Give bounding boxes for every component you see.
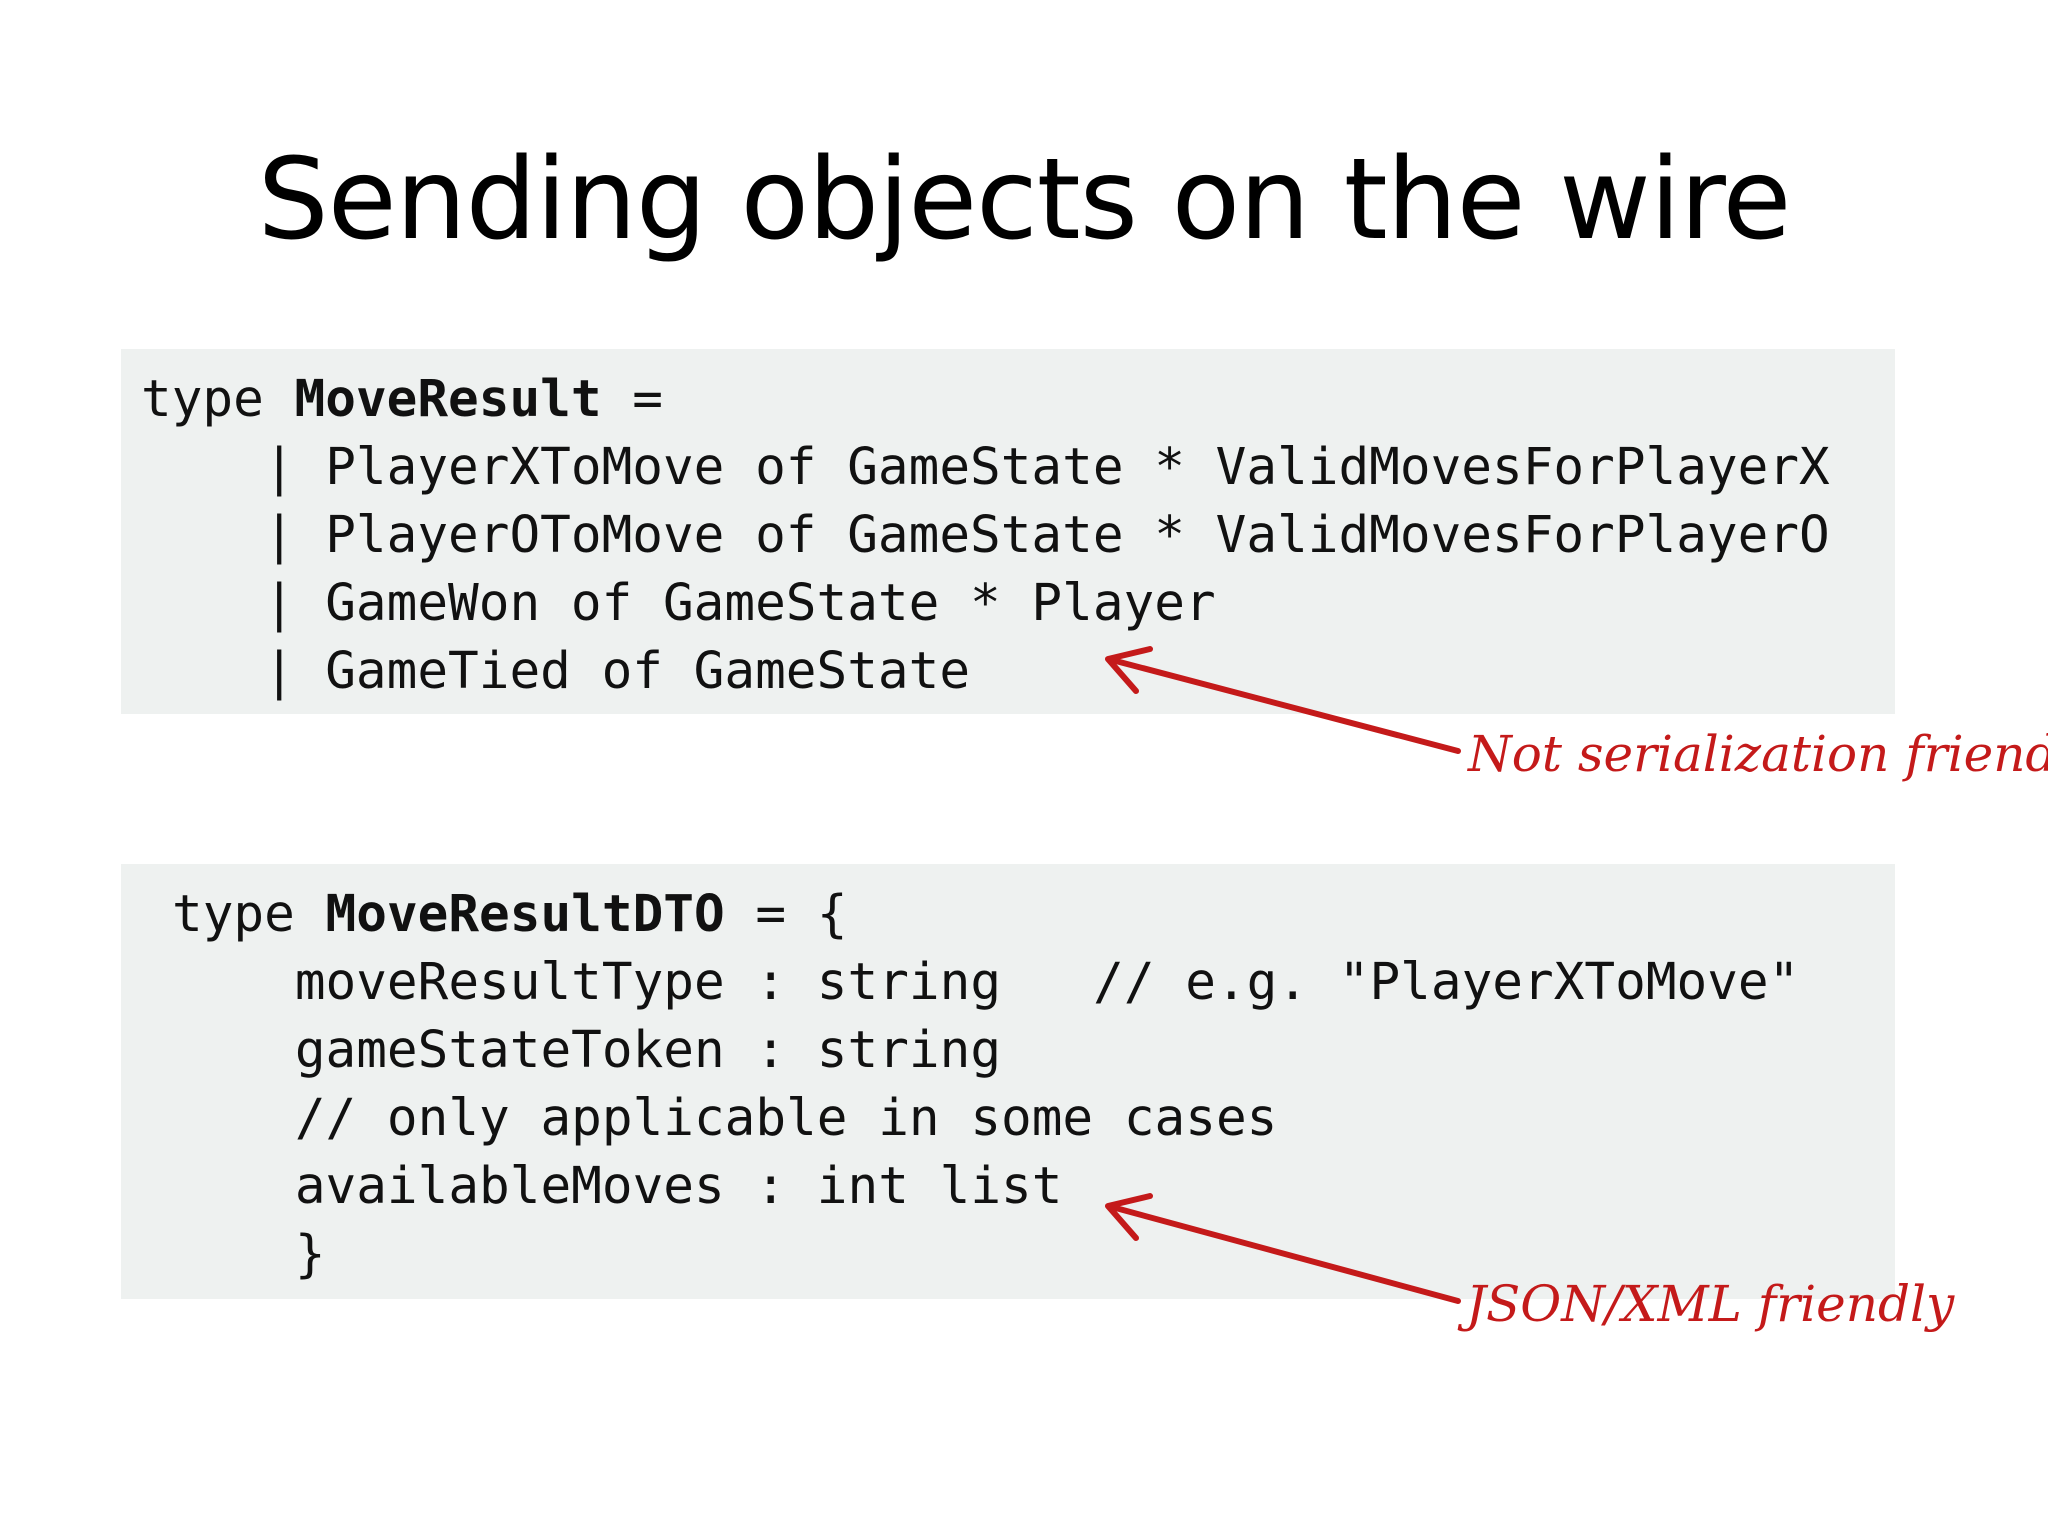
type-name: MoveResult	[294, 370, 602, 429]
code-line-field: availableMoves : int list	[172, 1157, 1063, 1216]
code-block-moveresultdto: type MoveResultDTO = { moveResultType : …	[121, 864, 1895, 1299]
code-keyword: type	[172, 885, 326, 944]
code-suffix: = {	[724, 885, 848, 944]
code-block-moveresult: type MoveResult = | PlayerXToMove of Gam…	[121, 349, 1895, 714]
code-line-closing-brace: }	[172, 1225, 326, 1284]
code-line-case: | GameWon of GameState * Player	[141, 574, 1216, 633]
code-line-case: | PlayerXToMove of GameState * ValidMove…	[141, 438, 1830, 497]
code-line-field: gameStateToken : string	[172, 1021, 1002, 1080]
code-line-type-declaration: type MoveResultDTO = {	[172, 881, 848, 949]
code-line-type-declaration: type MoveResult =	[141, 366, 663, 434]
code-suffix: =	[601, 370, 663, 429]
annotation-not-serialization-friendly: Not serialization friendly	[1468, 725, 2048, 783]
code-keyword: type	[141, 370, 295, 429]
code-line-case: | PlayerOToMove of GameState * ValidMove…	[141, 506, 1830, 565]
code-line-field: moveResultType : string // e.g. "PlayerX…	[172, 953, 1800, 1012]
code-line-comment: // only applicable in some cases	[172, 1089, 1278, 1148]
type-name: MoveResultDTO	[325, 885, 725, 944]
code-line-case: | GameTied of GameState	[141, 642, 971, 701]
slide-title: Sending objects on the wire	[257, 135, 1792, 265]
annotation-json-xml-friendly: JSON/XML friendly	[1466, 1275, 1955, 1333]
